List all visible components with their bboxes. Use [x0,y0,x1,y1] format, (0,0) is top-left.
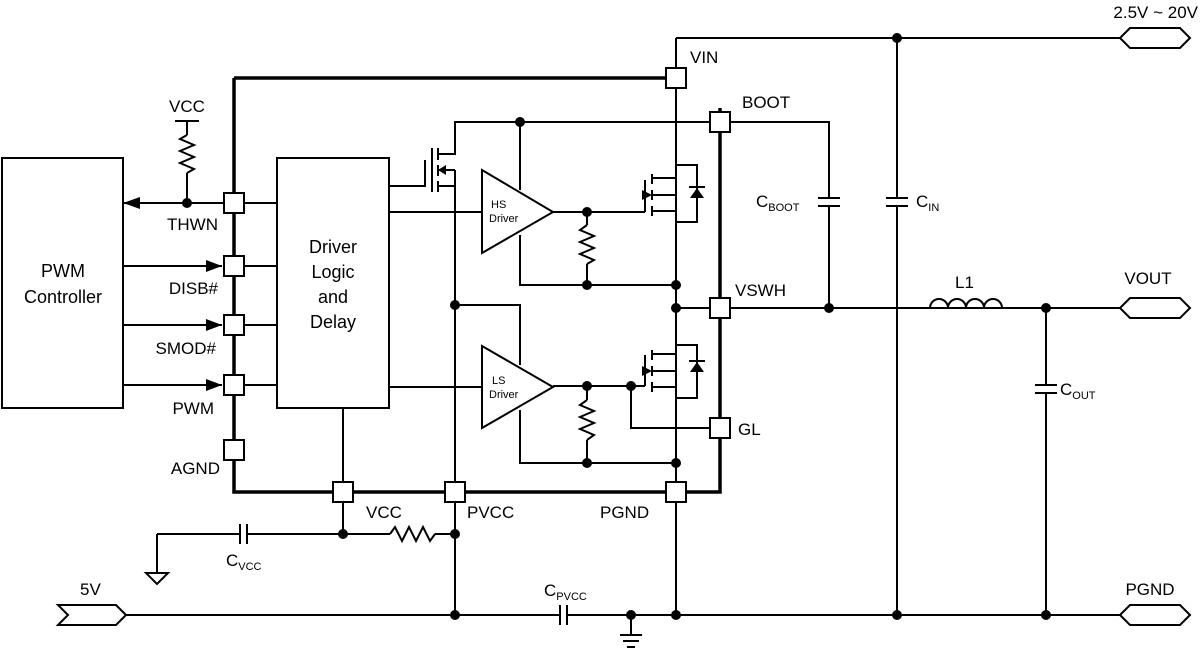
pin-agnd [223,439,245,461]
label-vcc-mid: VCC [366,503,402,522]
hs-driver-amp: HS Driver [481,168,555,255]
label-disb: DISB# [169,279,219,298]
driver-logic-label-1: Driver [309,237,357,257]
label-boot: BOOT [742,93,790,112]
pin-disb [223,255,245,277]
label-gl: GL [738,420,761,439]
label-l1: L1 [955,273,974,292]
port-pgnd-label: PGND [1125,580,1174,599]
port-vout-label: VOUT [1124,269,1171,288]
port-pgnd: PGND [1118,580,1192,626]
wires [123,37,1120,648]
pwm-arrow-icon [206,379,222,391]
hs-driver-label-1: HS [491,199,506,211]
pin-vswh [709,297,731,319]
label-smod: SMOD# [156,339,217,358]
port-vin-label: 2.5V ~ 20V [1113,3,1198,22]
pin-boot [709,111,731,133]
pin-smod [223,314,245,336]
label-vswh: VSWH [735,281,786,300]
hs-driver-label-2: Driver [489,213,519,225]
port-vout: VOUT [1118,269,1192,319]
ls-driver-label-1: LS [492,375,505,387]
port-5v-label: 5V [80,580,101,599]
pin-gl [709,417,731,439]
smod-arrow-icon [206,319,222,331]
pin-pgnd [665,481,687,503]
pin-pwm [223,374,245,396]
ic-pins [223,67,731,503]
label-cout: COUT [1060,380,1096,402]
port-vin: 2.5V ~ 20V [1113,3,1199,49]
label-cin: CIN [916,192,939,214]
pin-labels: VIN BOOT VSWH GL PGND PVCC AGND PWM SMOD… [156,48,791,522]
thwn-arrow-icon [123,197,140,209]
pin-vcc [332,481,354,503]
label-agnd: AGND [171,459,220,478]
ls-driver-amp: LS Driver [481,344,555,430]
label-cboot: CBOOT [756,192,800,214]
driver-logic-label-2: Logic [311,262,354,282]
label-thwn: THWN [167,215,218,234]
disb-arrow-icon [206,260,222,272]
label-pvcc: PVCC [467,503,514,522]
pwm-controller-block: PWM Controller [1,157,124,409]
pin-pvcc [444,481,466,503]
pwm-controller-label-2: Controller [24,287,102,307]
pwm-controller-label-1: PWM [41,261,85,281]
component-labels: CBOOT CIN COUT CVCC CPVCC L1 [226,192,1096,603]
ls-driver-label-2: Driver [489,389,519,401]
label-cpvcc: CPVCC [544,581,587,603]
pin-vin [665,67,687,89]
label-vin: VIN [690,48,718,67]
pin-thwn [223,192,245,214]
label-vcc-top: VCC [169,97,205,116]
label-pwm: PWM [172,399,214,418]
label-cvcc: CVCC [226,551,262,573]
label-pgnd: PGND [600,503,649,522]
driver-logic-block: Driver Logic and Delay [276,157,390,409]
junctions [182,33,1051,620]
driver-logic-label-4: Delay [310,312,356,332]
driver-logic-label-3: and [318,287,348,307]
port-5v: 5V [55,580,128,626]
